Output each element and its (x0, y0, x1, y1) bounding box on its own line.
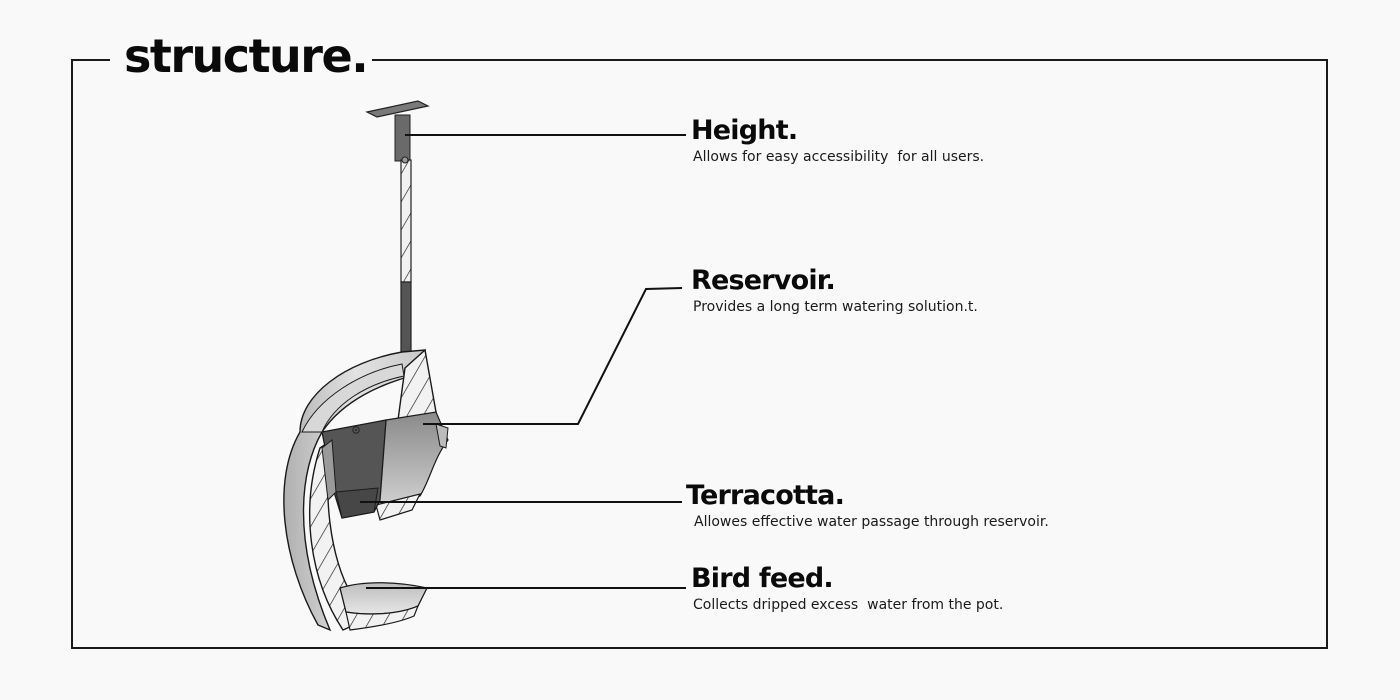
mount-bracket (394, 114, 411, 162)
reservoir-lip (435, 423, 449, 449)
reservoir-floor-section (375, 493, 422, 521)
inner-liner (321, 439, 337, 502)
callout-terracotta: Terracotta. Allowes effective water pass… (686, 479, 1049, 531)
callout-bird-feed: Bird feed. Collects dripped excess water… (691, 562, 1003, 614)
callout-heading: Reservoir. (691, 265, 836, 296)
callout-description: Allows for easy accessibility for all us… (693, 149, 985, 165)
callout-heading: Bird feed. (691, 563, 834, 594)
callout-reservoir: Reservoir. Provides a long term watering… (691, 264, 978, 316)
drain-hole-center (355, 429, 357, 431)
page-title: structure. (124, 29, 369, 83)
reservoir-cavity (377, 411, 449, 506)
title-mask (110, 30, 372, 90)
ceiling-mount-plate (365, 100, 430, 118)
drain-hole (352, 426, 360, 434)
diagram-frame (71, 59, 1328, 649)
title-rule (372, 59, 572, 61)
rim-top (301, 363, 405, 433)
callout-heading: Terracotta. (686, 480, 845, 511)
leader-reservoir (423, 287, 683, 425)
hanger-assembly (365, 100, 430, 373)
callout-description: Provides a long term watering solution.t… (693, 299, 978, 315)
callout-heading: Height. (691, 115, 798, 146)
callout-description: Allowes effective water passage through … (694, 514, 1049, 530)
terracotta-cup-base (335, 487, 379, 519)
bird-feed-dish-section (345, 604, 420, 631)
callout-description: Collects dripped excess water from the p… (693, 597, 1004, 613)
rod-hatched-section (400, 159, 412, 283)
leader-lines (360, 134, 686, 589)
rod-pin (401, 156, 409, 164)
planter-body (283, 348, 449, 632)
callout-height: Height. Allows for easy accessibility fo… (691, 114, 984, 166)
